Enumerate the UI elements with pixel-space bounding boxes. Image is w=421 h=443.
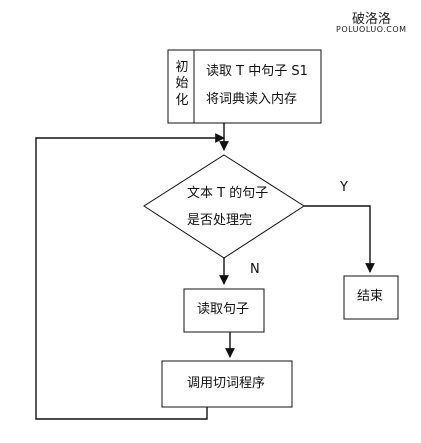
decision-line1: 文本 T 的句子 bbox=[187, 186, 269, 201]
arrow-yes-to-end bbox=[304, 205, 375, 273]
decision-diamond bbox=[143, 154, 305, 259]
end-box bbox=[343, 275, 399, 320]
read-sentence-box bbox=[183, 288, 265, 333]
watermark-site-name: 破洛洛 bbox=[352, 12, 392, 27]
init-label: 初 始 化 bbox=[175, 60, 189, 108]
read-line2: 将词典读入内存 bbox=[206, 92, 298, 107]
call-segment-label: 调用切词程序 bbox=[187, 376, 266, 391]
read-sentence-label: 读取句子 bbox=[197, 302, 250, 317]
end-label: 结束 bbox=[357, 289, 384, 304]
no-label: N bbox=[250, 262, 260, 277]
decision-line2: 是否处理完 bbox=[187, 213, 253, 228]
read-line1: 读取 T 中句子 S1 bbox=[206, 64, 308, 79]
watermark-site-url: POLUOLUO.COM bbox=[336, 25, 407, 34]
yes-label: Y bbox=[340, 180, 348, 195]
call-segment-box bbox=[161, 360, 293, 408]
loop-back-line bbox=[35, 133, 225, 420]
